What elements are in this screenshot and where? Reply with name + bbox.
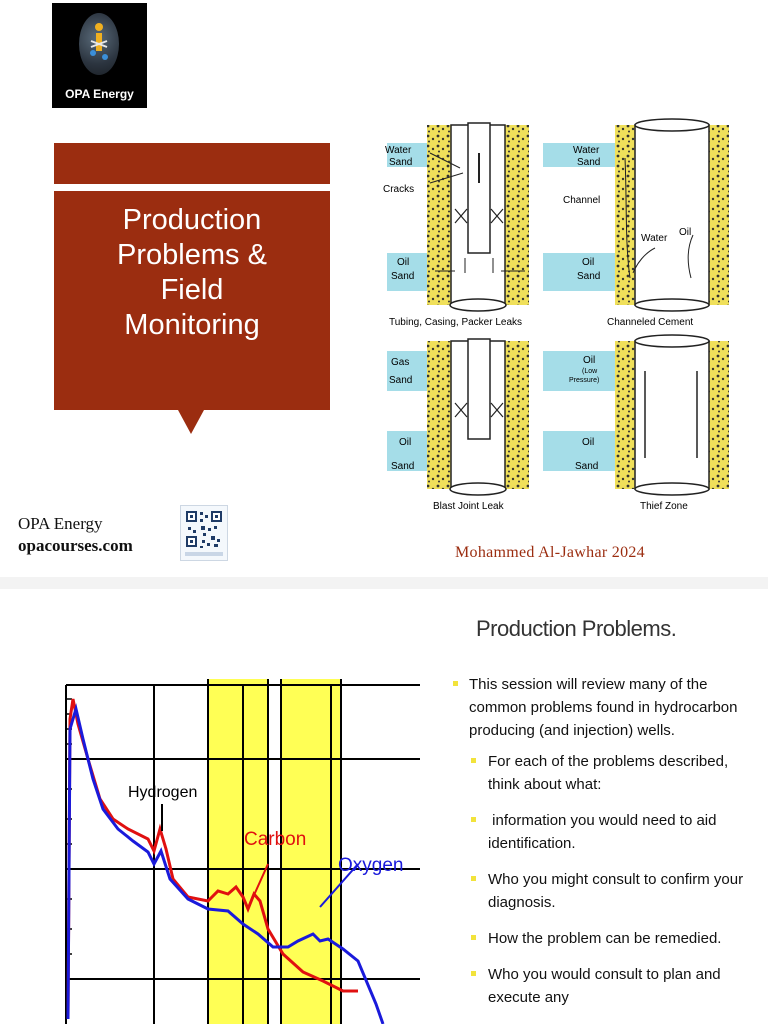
sub-bullet-item: information you would need to aid identi… (450, 809, 760, 855)
title-line: Problems & (117, 239, 267, 271)
slide-gap (0, 577, 768, 589)
section-title: Production Problems. (476, 616, 677, 641)
sub-bullet-item: Who you might consult to confirm your di… (450, 868, 760, 914)
title-pointer (178, 410, 204, 434)
sub-bullet-item: How the problem can be remedied. (450, 927, 760, 950)
well-problems-diagram: Water Sand Cracks Oil Sand Tubing, Casin… (375, 113, 733, 520)
title-box: Production Problems & Field Monitoring (54, 191, 330, 410)
diagram-label: Water (641, 233, 668, 244)
diagram-label: Sand (391, 461, 414, 472)
diagram-label: Sand (575, 461, 598, 472)
bullet-marker-icon (471, 876, 476, 881)
panel-blast-joint-leak: Gas Sand Oil Sand Blast Joint Leak (387, 338, 529, 512)
slide-title: Production Problems & Field Monitoring (74, 203, 310, 343)
diagram-label: Oil (583, 355, 595, 366)
logo-emblem-icon (79, 13, 119, 75)
diagram-label: Sand (389, 157, 412, 168)
diagram-label: Sand (389, 375, 412, 386)
panel-channeled-cement: Water Sand Channel Water Oil Oil Sand Ch… (543, 118, 729, 328)
diagram-label: Oil (582, 437, 594, 448)
panel-tubing-leaks: Water Sand Cracks Oil Sand Tubing, Casin… (383, 122, 529, 328)
diagram-label: Water (573, 145, 600, 156)
bullet-marker-icon (453, 681, 458, 686)
bullet-text: How the problem can be remedied. (488, 930, 722, 947)
diagram-label: Sand (391, 271, 414, 282)
title-line: Monitoring (124, 309, 260, 341)
bullet-text: Who you might consult to confirm your di… (488, 871, 744, 911)
title-line: Production (122, 204, 262, 236)
diagram-label: (Low (582, 368, 598, 375)
title-line: Field (160, 274, 224, 306)
bullet-text: Who you would consult to plan and execut… (488, 966, 721, 1006)
bullet-text: For each of the problems described, thin… (488, 753, 729, 793)
diagram-label: Pressure) (569, 377, 599, 384)
diagram-label: Channel (563, 195, 600, 206)
company-info: OPA Energy opacourses.com (18, 513, 133, 557)
diagram-label: Cracks (383, 184, 414, 195)
panel-caption: Thief Zone (640, 501, 688, 512)
bullet-list: This session will review many of the com… (450, 673, 760, 1022)
content-slide: Hydrogen Carbon Oxygen Production Proble… (0, 589, 768, 1024)
opa-energy-logo: OPA Energy (52, 3, 147, 108)
diagram-label: Sand (577, 271, 600, 282)
panel-caption: Channeled Cement (607, 317, 693, 328)
panel-caption: Tubing, Casing, Packer Leaks (389, 317, 522, 328)
logo-text: OPA Energy (65, 87, 134, 101)
diagram-label: Oil (582, 257, 594, 268)
oxygen-label: Oxygen (338, 855, 403, 876)
bullet-marker-icon (471, 935, 476, 940)
diagram-label: Oil (679, 227, 691, 238)
title-accent-bar (54, 143, 330, 184)
diagram-label: Water (385, 145, 412, 156)
panel-caption: Blast Joint Leak (433, 501, 505, 512)
sub-bullet-item: Who you would consult to plan and execut… (450, 963, 760, 1009)
company-name: OPA Energy (18, 514, 103, 533)
title-slide: OPA Energy Production Problems & Field M… (18, 3, 733, 561)
hydrogen-label: Hydrogen (128, 784, 197, 801)
qr-code-icon (180, 505, 228, 561)
panel-thief-zone: Oil (Low Pressure) Oil Sand Thief Zone (543, 334, 729, 512)
company-website[interactable]: opacourses.com (18, 536, 133, 555)
diagram-label: Sand (577, 157, 600, 168)
bullet-marker-icon (471, 971, 476, 976)
oxygen-spectrum-line (66, 703, 385, 1024)
author-credit: Mohammed Al-Jawhar 2024 (455, 544, 645, 561)
bullet-text: This session will review many of the com… (469, 676, 738, 739)
diagram-label: Oil (399, 437, 411, 448)
carbon-label: Carbon (244, 829, 306, 850)
spectrum-chart: Hydrogen Carbon Oxygen (58, 679, 420, 1024)
bullet-marker-icon (471, 758, 476, 763)
bullet-marker-icon (471, 817, 476, 822)
bullet-text: information you would need to aid identi… (488, 812, 721, 852)
diagram-label: Gas (391, 357, 409, 368)
highlight-band (208, 679, 268, 1024)
sub-bullet-item: For each of the problems described, thin… (450, 750, 760, 796)
bullet-item: This session will review many of the com… (450, 673, 760, 742)
diagram-label: Oil (397, 257, 409, 268)
